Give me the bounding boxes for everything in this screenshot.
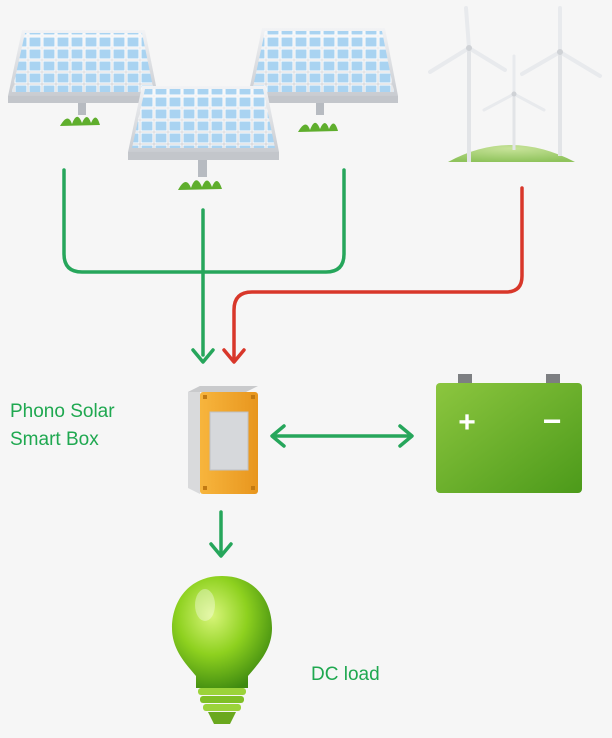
- smart-box-label-line-1: Phono Solar: [10, 401, 115, 422]
- wind-flow-line: [222, 186, 524, 364]
- smart-box-label-line-2: Smart Box: [10, 429, 99, 450]
- dc-load-label: DC load: [311, 664, 380, 685]
- smart-box-icon: [188, 386, 258, 494]
- solar-flow-arrowhead: [191, 348, 215, 364]
- solar-panel-icon: [8, 30, 158, 126]
- solar-flow-lines: [62, 168, 346, 357]
- load-flow-arrow: [209, 510, 233, 558]
- grass-icon: [298, 122, 338, 132]
- grass-icon: [178, 180, 222, 190]
- battery-icon: + −: [436, 374, 582, 493]
- light-bulb-icon: [172, 576, 272, 724]
- battery-negative-symbol: −: [543, 403, 562, 439]
- battery-flow-arrow: [270, 424, 414, 448]
- solar-panel-icon: [128, 86, 279, 190]
- solar-panel-icon: [248, 28, 398, 132]
- battery-positive-symbol: +: [458, 406, 476, 439]
- smart-box-label: Phono Solar Smart Box: [10, 398, 115, 454]
- grass-icon: [60, 116, 100, 126]
- wind-turbine-icon: [428, 6, 602, 162]
